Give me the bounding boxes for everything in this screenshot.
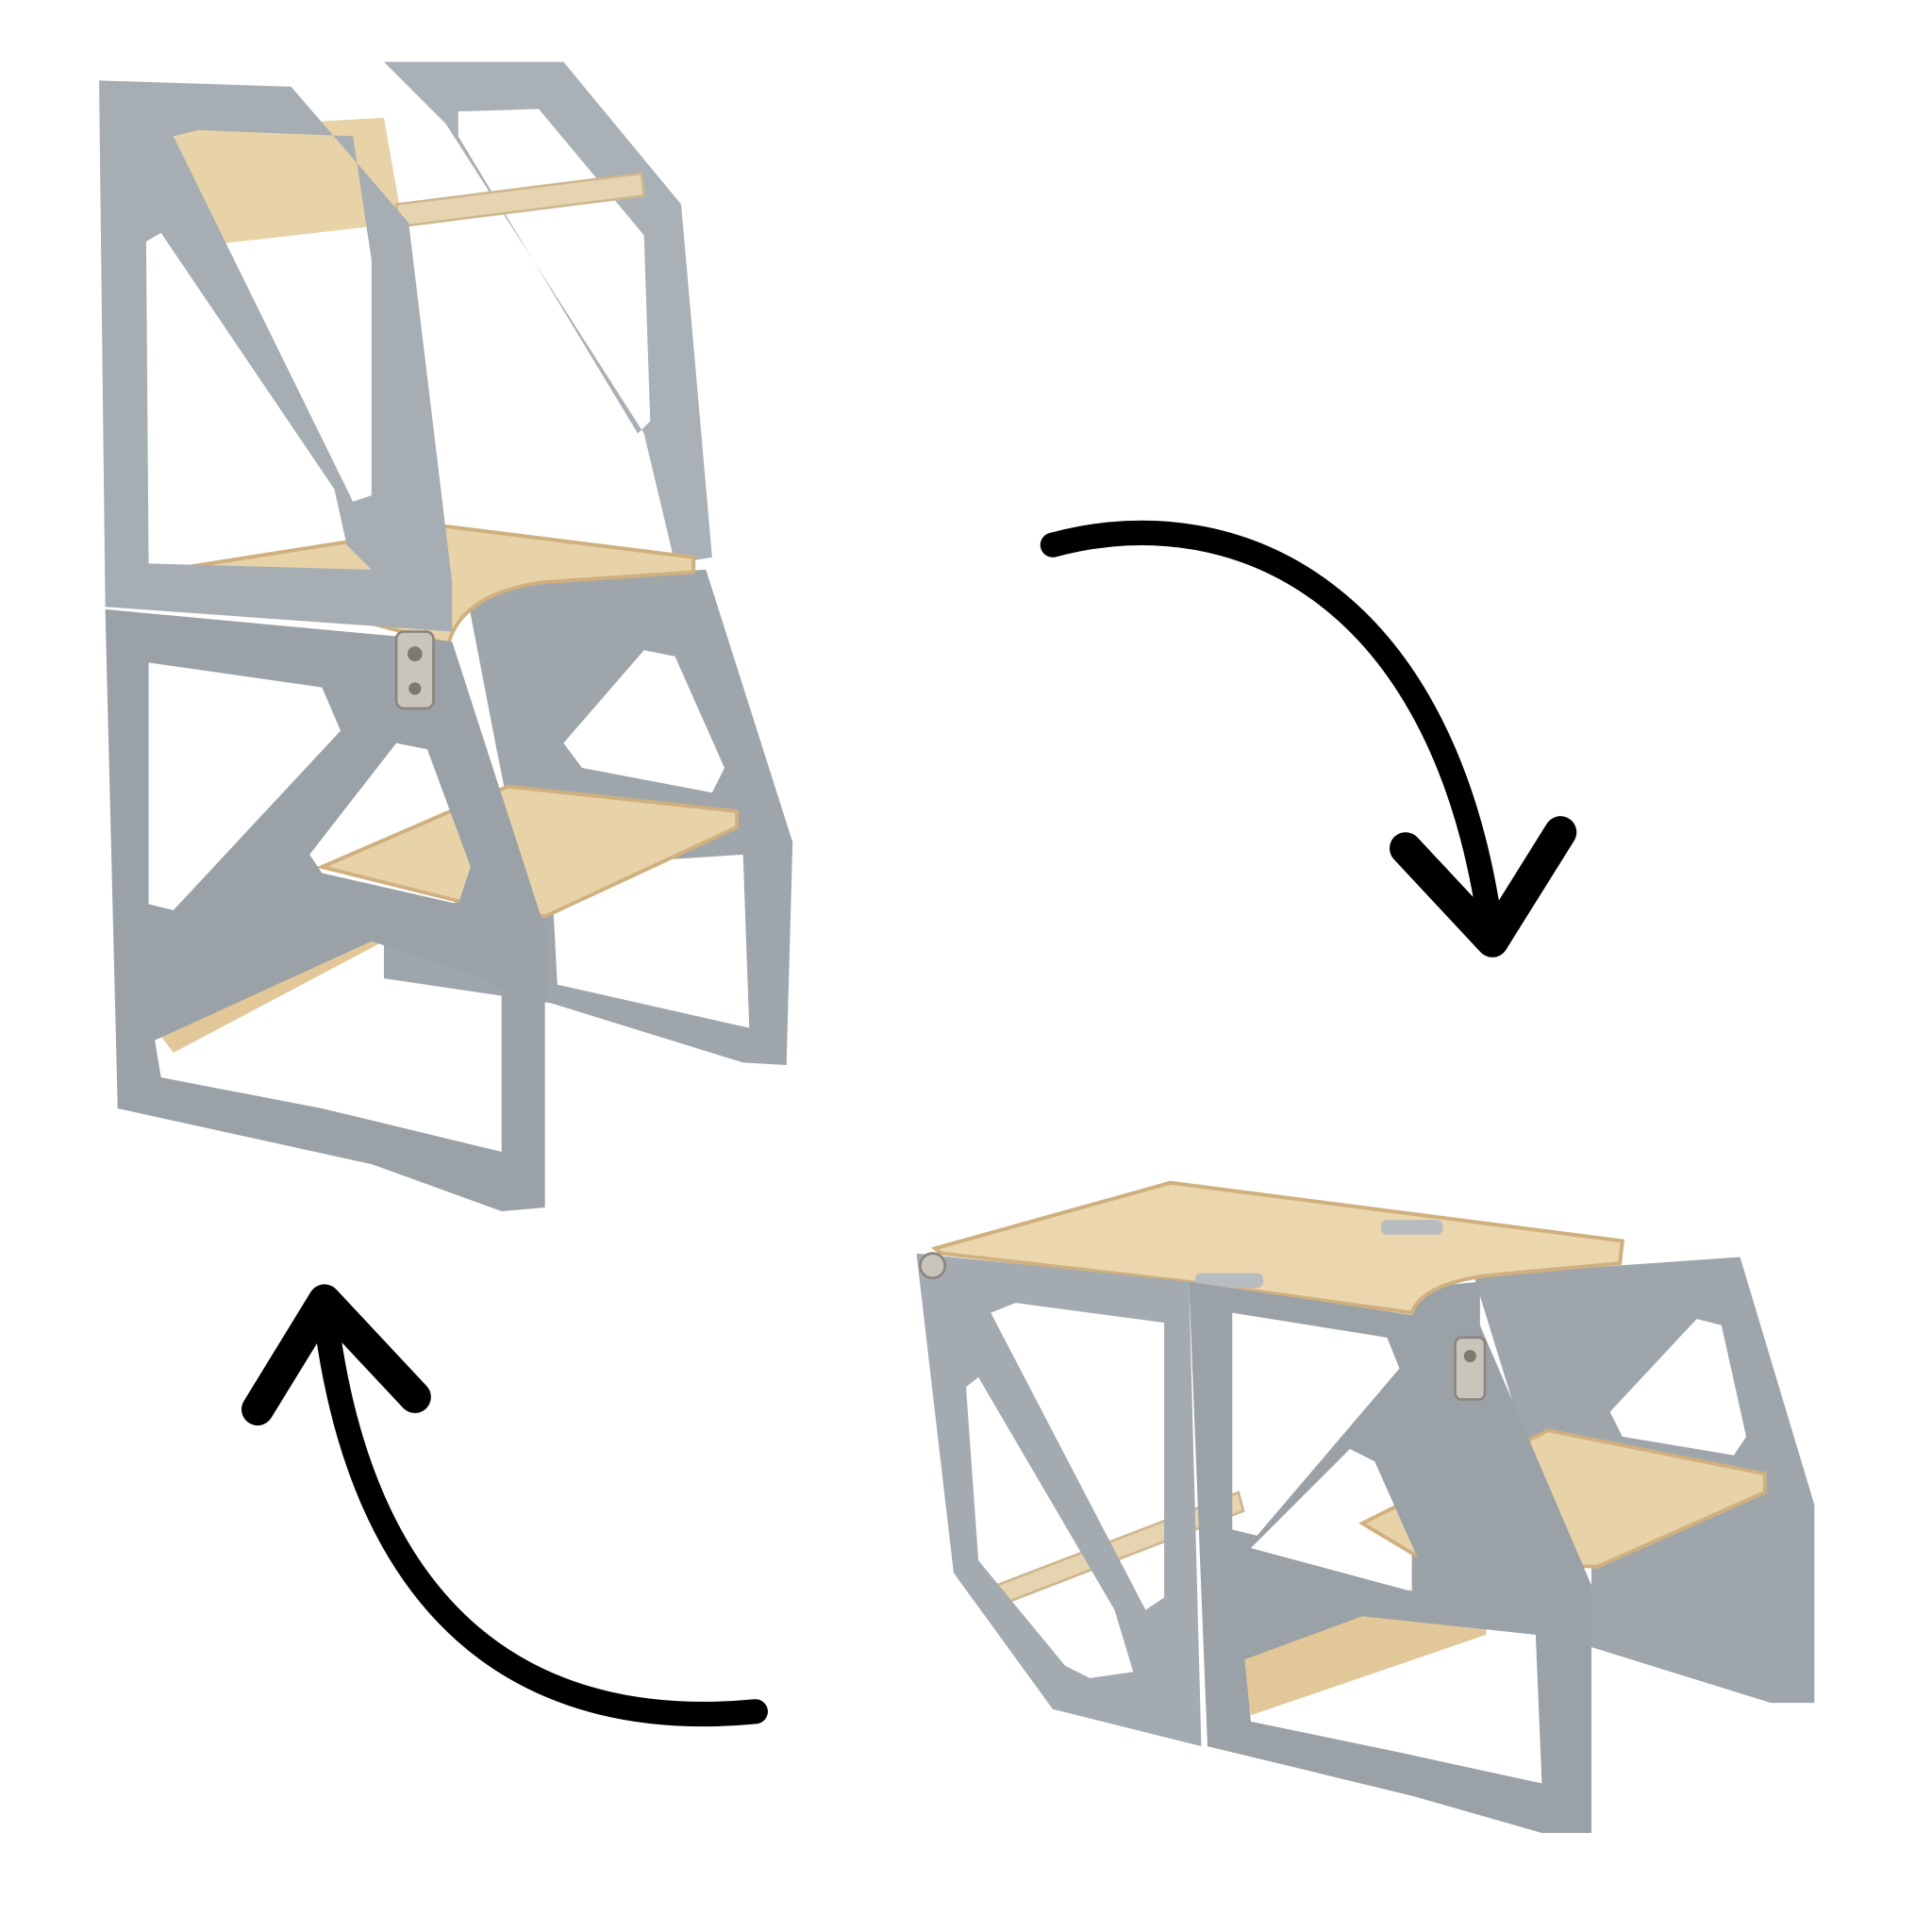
tower-back-board — [173, 117, 403, 248]
table-front-left-panel — [916, 1253, 1202, 1747]
table-latch — [1454, 1336, 1487, 1401]
table — [916, 1180, 1815, 1833]
tower-front-lower-panel — [105, 608, 545, 1211]
table-top-hinge-plate — [1380, 1220, 1443, 1235]
tower-latch — [394, 630, 435, 710]
learning-tower — [99, 61, 793, 1211]
curved-arrow-up-icon — [242, 1284, 768, 1727]
table-top-hinge-plate — [1194, 1273, 1264, 1289]
table-top — [930, 1180, 1624, 1315]
curved-arrow-down-icon — [1040, 520, 1577, 958]
table-hinge — [919, 1252, 946, 1280]
tower-front-upper-panel — [99, 80, 453, 632]
table-front-right-panel — [1189, 1281, 1591, 1833]
